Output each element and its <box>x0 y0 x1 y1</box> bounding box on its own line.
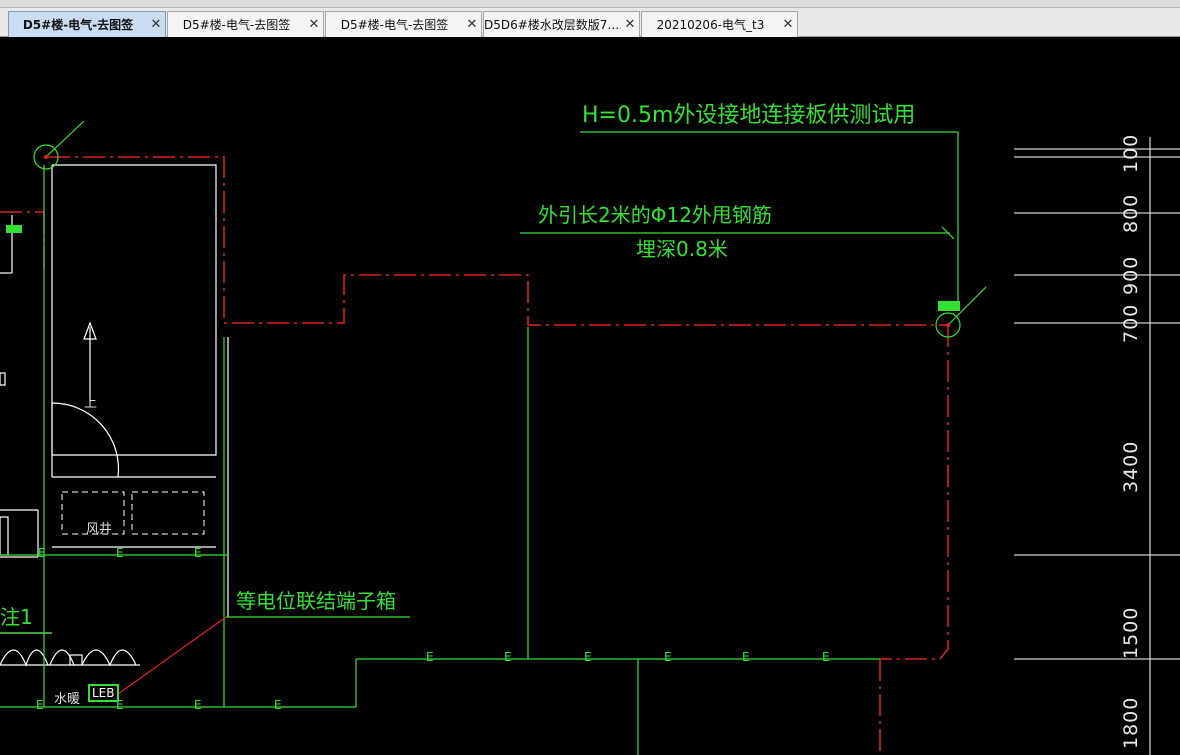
label-note: 注1 <box>0 605 33 629</box>
tab-d5-electrical-3[interactable]: D5#楼-电气-去图签 ✕ <box>325 11 482 37</box>
ground-marker: E <box>426 650 434 664</box>
dimension-lines <box>1014 137 1180 755</box>
ground-marker: E <box>194 698 202 712</box>
ground-marker: E <box>664 650 672 664</box>
label-water-heating: 水暖 <box>54 692 81 707</box>
up-arrow <box>83 321 97 402</box>
document-tab-bar: D5#楼-电气-去图签 ✕ D5#楼-电气-去图签 ✕ D5#楼-电气-去图签 … <box>0 8 1180 37</box>
tab-label: D5#楼-电气-去图签 <box>22 18 134 32</box>
ground-point-dot <box>946 323 950 327</box>
ground-marker: E <box>194 546 202 560</box>
ground-marker: E <box>742 650 750 664</box>
dimension-900: 900 <box>1120 255 1142 295</box>
radiator-arches <box>0 649 140 667</box>
ground-marker: E <box>274 698 282 712</box>
ground-marker: E <box>504 650 512 664</box>
close-icon[interactable]: ✕ <box>150 17 162 32</box>
wall-outlines <box>0 164 229 634</box>
tab-label: D5D6#楼水改层数版7.… <box>484 18 621 32</box>
annotation-burial-depth: 埋深0.8米 <box>636 237 728 261</box>
ground-rod-markers <box>33 120 987 338</box>
test-plate-marker <box>938 301 960 311</box>
tab-d5-electrical-2[interactable]: D5#楼-电气-去图签 ✕ <box>167 11 324 37</box>
air-shaft-boxes <box>61 491 205 535</box>
close-icon[interactable]: ✕ <box>782 17 794 32</box>
close-icon[interactable]: ✕ <box>624 17 636 32</box>
cad-drawing <box>0 120 1180 755</box>
tab-d5-electrical-1[interactable]: D5#楼-电气-去图签 ✕ <box>8 11 166 37</box>
dimension-1500: 1500 <box>1120 606 1142 659</box>
leb-leader <box>117 616 227 695</box>
leb-box: LEB <box>88 684 119 702</box>
tab-label: D5#楼-电气-去图签 <box>182 18 291 32</box>
terminal-marker <box>6 225 22 233</box>
dimension-100: 100 <box>1120 133 1142 173</box>
annotation-test-plate: H=0.5m外设接地连接板供测试用 <box>582 103 916 128</box>
ground-marker: E <box>822 650 830 664</box>
ground-marker: E <box>116 546 124 560</box>
ground-marker: E <box>584 650 592 664</box>
close-icon[interactable]: ✕ <box>466 17 478 32</box>
tab-label: D5#楼-电气-去图签 <box>340 18 449 32</box>
dimension-3400: 3400 <box>1120 440 1142 493</box>
door-swing <box>51 402 120 478</box>
dimension-1800: 1800 <box>1120 696 1142 749</box>
tab-d5d6-water[interactable]: D5D6#楼水改层数版7.… ✕ <box>483 11 640 37</box>
ground-marker: E <box>36 698 44 712</box>
tab-label: 20210206-电气_t3 <box>656 18 765 32</box>
annotation-rebar: 外引长2米的Φ12外甩钢筋 <box>538 203 772 227</box>
dimension-700: 700 <box>1120 303 1142 343</box>
grounding-conductor-green <box>0 131 959 755</box>
label-up: 上 <box>84 396 98 411</box>
tab-20210206-electrical[interactable]: 20210206-电气_t3 ✕ <box>641 11 798 37</box>
annotation-terminal-box: 等电位联结端子箱 <box>236 589 396 613</box>
close-icon[interactable]: ✕ <box>308 17 320 32</box>
dimension-800: 800 <box>1120 193 1142 233</box>
ground-marker: E <box>116 698 124 712</box>
ribbon-edge <box>0 0 1180 8</box>
drawing-canvas[interactable]: H=0.5m外设接地连接板供测试用 外引长2米的Φ12外甩钢筋 埋深0.8米 等… <box>0 37 1180 755</box>
label-air-shaft: 风井 <box>86 522 113 537</box>
ground-marker: E <box>38 546 46 560</box>
ground-point-dot <box>44 155 48 159</box>
grounding-bus-red <box>0 156 949 755</box>
